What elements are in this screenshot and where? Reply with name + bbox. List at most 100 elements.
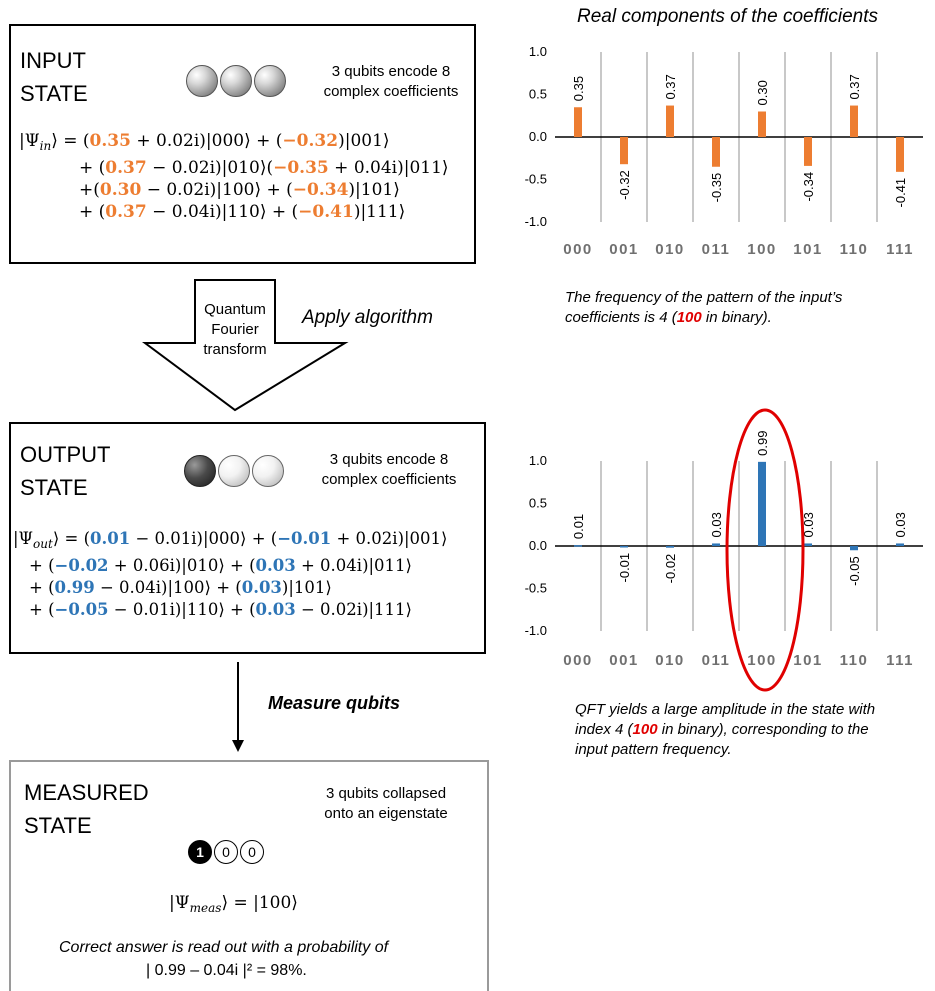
equation-subscript: meas [189, 901, 222, 915]
measured-state-box: MEASURED STATE 3 qubits collapsed onto a… [9, 760, 489, 991]
equation-text: + ( [79, 202, 106, 222]
equation-line: + (−0.02 + 0.06i)|010⟩ + (0.03 + 0.04i)|… [13, 555, 448, 577]
category-label: 010 [655, 652, 685, 669]
y-tick-label: 1.0 [529, 44, 547, 59]
equation-coefficient: 0.30 [99, 180, 142, 200]
data-label: 0.37 [663, 74, 678, 99]
output-state-description: 3 qubits encode 8 complex coefficients [321, 451, 457, 488]
equation-coefficient: −0.01 [277, 529, 332, 548]
big-down-arrow [141, 279, 349, 412]
equation-coefficient: 0.37 [105, 158, 147, 178]
category-label: 100 [747, 652, 777, 669]
equation-text: ⟩ = ( [52, 529, 91, 548]
category-label: 110 [840, 241, 869, 258]
data-label: 0.01 [571, 514, 586, 539]
category-label: 011 [702, 652, 731, 669]
data-label: 0.03 [709, 512, 724, 537]
equation-coefficient: 0.01 [90, 529, 131, 548]
category-label: 100 [747, 241, 777, 258]
equation-line: +(0.30 − 0.02i)|100⟩ + (−0.34)|101⟩ [19, 179, 449, 201]
category-label: 111 [886, 652, 914, 669]
y-tick-label: 1.0 [529, 453, 547, 468]
measure-qubits-label: Measure qubits [268, 693, 401, 713]
data-label: -0.01 [617, 553, 632, 583]
data-label: 0.99 [755, 431, 770, 456]
measured-state-title: MEASURED STATE [24, 780, 149, 838]
real-components-chart: 1.00.50.0-0.5-1.00.35-0.320.37-0.350.30-… [525, 44, 923, 258]
equation-line: + (−0.05 − 0.01i)|110⟩ + (0.03 − 0.02i)|… [13, 599, 448, 621]
category-label: 111 [886, 241, 914, 258]
equation-line: + (0.99 − 0.04i)|100⟩ + (0.03)|101⟩ [13, 577, 448, 599]
qubit-icon [184, 455, 216, 487]
equation-text: ⟩ = ( [51, 131, 90, 151]
chart-top-caption: The frequency of the pattern of the inpu… [565, 288, 842, 328]
equation-coefficient: 0.37 [105, 202, 147, 222]
caption-text: QFT yields a large amplitude in the stat… [575, 701, 876, 738]
equation-text: + 0.04i)|011⟩ [295, 556, 412, 575]
equation-text: |Ψ [19, 131, 40, 151]
caption-highlight: 100 [676, 309, 702, 326]
bar [620, 137, 628, 165]
y-tick-label: 0.5 [529, 496, 547, 511]
equation-text: )|111⟩ [353, 202, 406, 222]
y-tick-label: -1.0 [525, 214, 547, 229]
data-label: 0.03 [801, 512, 816, 537]
bar [896, 137, 904, 172]
measure-arrow [232, 662, 244, 752]
readout-line-2: | 0.99 – 0.04i |² = 98%. [146, 962, 307, 979]
equation-text: ⟩ = |100⟩ [221, 893, 298, 913]
y-tick-label: 0.5 [529, 87, 547, 102]
caption-text: in binary). [701, 309, 772, 326]
measured-state-description: 3 qubits collapsed onto an eigenstate [324, 785, 448, 822]
y-tick-label: -0.5 [525, 581, 547, 596]
equation-coefficient: 0.35 [89, 131, 131, 151]
equation-text: + 0.02i)|000⟩ + ( [130, 131, 283, 151]
qubit-icon [254, 65, 286, 97]
equation-text: + 0.02i)|001⟩ [331, 529, 448, 548]
equation-text: )|001⟩ [338, 131, 390, 151]
equation-line: |Ψout⟩ = (0.01 − 0.01i)|000⟩ + (−0.01 + … [13, 528, 448, 555]
equation-text: + 0.04i)|011⟩ [328, 158, 449, 178]
input-state-title: INPUT STATE [20, 48, 88, 106]
equation-coefficient: −0.34 [292, 180, 349, 200]
equation-subscript: out [33, 537, 53, 551]
equation-text: + 0.06i)|010⟩ + ( [108, 556, 256, 575]
bar [620, 546, 628, 548]
data-label: 0.03 [893, 512, 908, 537]
category-label: 101 [793, 652, 823, 669]
bar [666, 546, 674, 548]
category-label: 001 [609, 241, 639, 258]
category-label: 101 [793, 241, 823, 258]
highlight-ellipse [725, 408, 805, 692]
equation-text: |Ψ [169, 893, 190, 913]
equation-text: − 0.01i)|110⟩ + ( [108, 600, 256, 619]
bar [804, 543, 812, 546]
bar [758, 461, 766, 546]
input-state-description: 3 qubits encode 8 complex coefficients [323, 63, 459, 100]
data-label: -0.41 [893, 178, 908, 208]
equation-text: + ( [29, 556, 55, 575]
bar [574, 545, 582, 547]
bar [712, 543, 720, 546]
equation-text: − 0.02i)|111⟩ [295, 600, 412, 619]
y-tick-label: 0.0 [529, 129, 547, 144]
equation-text: + ( [79, 158, 106, 178]
qubit-icon [186, 65, 218, 97]
output-state-equation: |Ψout⟩ = (0.01 − 0.01i)|000⟩ + (−0.01 + … [13, 528, 448, 621]
equation-text: − 0.01i)|000⟩ + ( [130, 529, 278, 548]
qubit-icon [220, 65, 252, 97]
category-label: 000 [563, 241, 593, 258]
equation-coefficient: −0.05 [54, 600, 109, 619]
measured-qubit-1: 1 [188, 840, 212, 864]
category-label: 110 [840, 652, 869, 669]
equation-text: )|101⟩ [348, 180, 400, 200]
output-state-title: OUTPUT STATE [20, 442, 111, 500]
data-label: -0.02 [663, 554, 678, 584]
caption-text: The frequency of the pattern of the inpu… [565, 289, 843, 326]
equation-coefficient: −0.41 [298, 202, 354, 222]
data-label: -0.32 [617, 170, 632, 200]
y-tick-label: 0.0 [529, 538, 547, 553]
data-label: -0.05 [847, 556, 862, 586]
bar [666, 105, 674, 137]
data-label: -0.35 [709, 173, 724, 203]
